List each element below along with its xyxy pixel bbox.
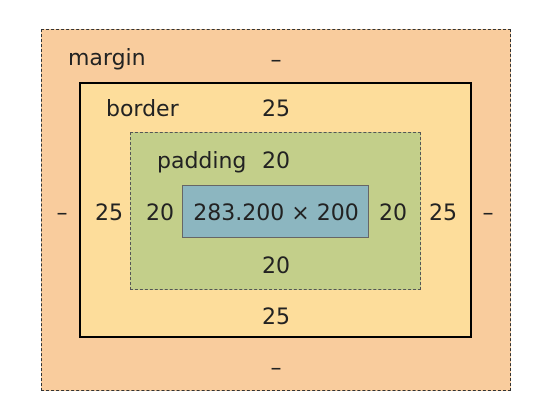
margin-top-value[interactable]: – — [270, 48, 282, 73]
content-size-value[interactable]: 283.200 × 200 — [193, 201, 359, 226]
border-bottom-value[interactable]: 25 — [262, 305, 290, 330]
margin-label: margin — [68, 46, 146, 71]
border-top-value[interactable]: 25 — [262, 97, 290, 122]
padding-label: padding — [157, 149, 247, 174]
padding-left-value[interactable]: 20 — [146, 201, 174, 226]
padding-top-value[interactable]: 20 — [262, 149, 290, 174]
margin-right-value[interactable]: – — [482, 201, 494, 226]
content-box[interactable] — [182, 185, 369, 238]
border-right-value[interactable]: 25 — [429, 201, 457, 226]
border-left-value[interactable]: 25 — [95, 201, 123, 226]
padding-bottom-value[interactable]: 20 — [262, 254, 290, 279]
margin-left-value[interactable]: – — [56, 201, 68, 226]
border-label: border — [106, 97, 179, 122]
margin-bottom-value[interactable]: – — [270, 356, 282, 381]
padding-right-value[interactable]: 20 — [379, 201, 407, 226]
